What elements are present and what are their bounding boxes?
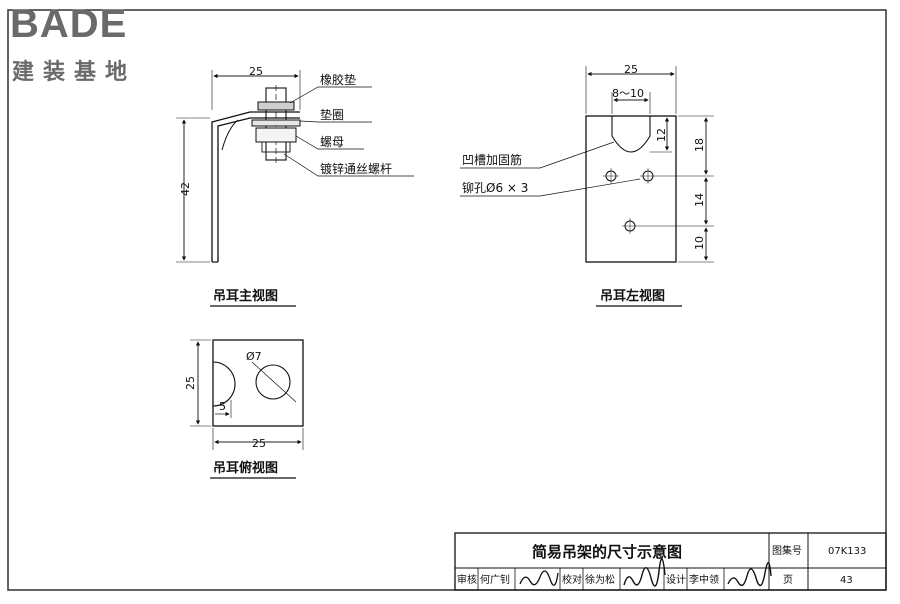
title-block bbox=[454, 532, 887, 591]
top-dim-width: 25 bbox=[252, 437, 266, 450]
top-view bbox=[190, 339, 304, 450]
left-dim-14: 14 bbox=[693, 193, 706, 207]
left-dim-10: 10 bbox=[693, 236, 706, 250]
drawing-frame bbox=[7, 9, 887, 591]
atlas-no-value: 07K133 bbox=[828, 546, 866, 557]
left-dim-slot: 8～10 bbox=[612, 87, 644, 100]
review-label: 审核 bbox=[457, 573, 477, 586]
front-dim-height: 42 bbox=[179, 182, 192, 196]
left-dim-18: 18 bbox=[693, 138, 706, 152]
left-dim-width: 25 bbox=[624, 63, 638, 76]
front-view-caption: 吊耳主视图 bbox=[213, 288, 278, 304]
top-dim-offset: 5 bbox=[219, 400, 226, 413]
left-view bbox=[460, 66, 714, 263]
left-dim-slot-depth: 12 bbox=[655, 128, 668, 142]
reviewer-signature bbox=[519, 570, 559, 586]
callout-nut: 螺母 bbox=[320, 135, 344, 149]
checker-signature bbox=[623, 558, 666, 587]
check-label: 校对 bbox=[562, 573, 582, 586]
page-number: 43 bbox=[840, 575, 853, 586]
reviewer-name: 何广钊 bbox=[480, 573, 510, 586]
left-view-caption: 吊耳左视图 bbox=[600, 288, 665, 304]
front-view bbox=[176, 70, 414, 263]
designer-signature bbox=[727, 562, 772, 587]
designer-name: 李中领 bbox=[689, 573, 719, 586]
callout-rivet-hole: 铆孔Ø6 × 3 bbox=[462, 180, 528, 195]
top-dim-height: 25 bbox=[184, 376, 197, 390]
drawing-title: 简易吊架的尺寸示意图 bbox=[532, 543, 682, 561]
checker-name: 徐为松 bbox=[585, 573, 615, 586]
atlas-no-label: 图集号 bbox=[772, 544, 802, 557]
logo-wordmark: BADE bbox=[10, 2, 128, 46]
top-view-caption: 吊耳俯视图 bbox=[213, 460, 278, 476]
logo-subtitle: 建装基地 bbox=[12, 60, 137, 85]
page-label: 页 bbox=[783, 574, 793, 586]
callout-groove-rib: 凹槽加固筋 bbox=[462, 152, 522, 167]
design-label: 设计 bbox=[666, 573, 686, 586]
callout-threaded-rod: 镀锌通丝螺杆 bbox=[320, 162, 392, 176]
callout-washer: 垫圈 bbox=[320, 107, 344, 122]
front-dim-width: 25 bbox=[249, 65, 263, 78]
callout-rubber-pad: 橡胶垫 bbox=[320, 72, 356, 87]
top-dim-hole: Ø7 bbox=[246, 350, 262, 363]
